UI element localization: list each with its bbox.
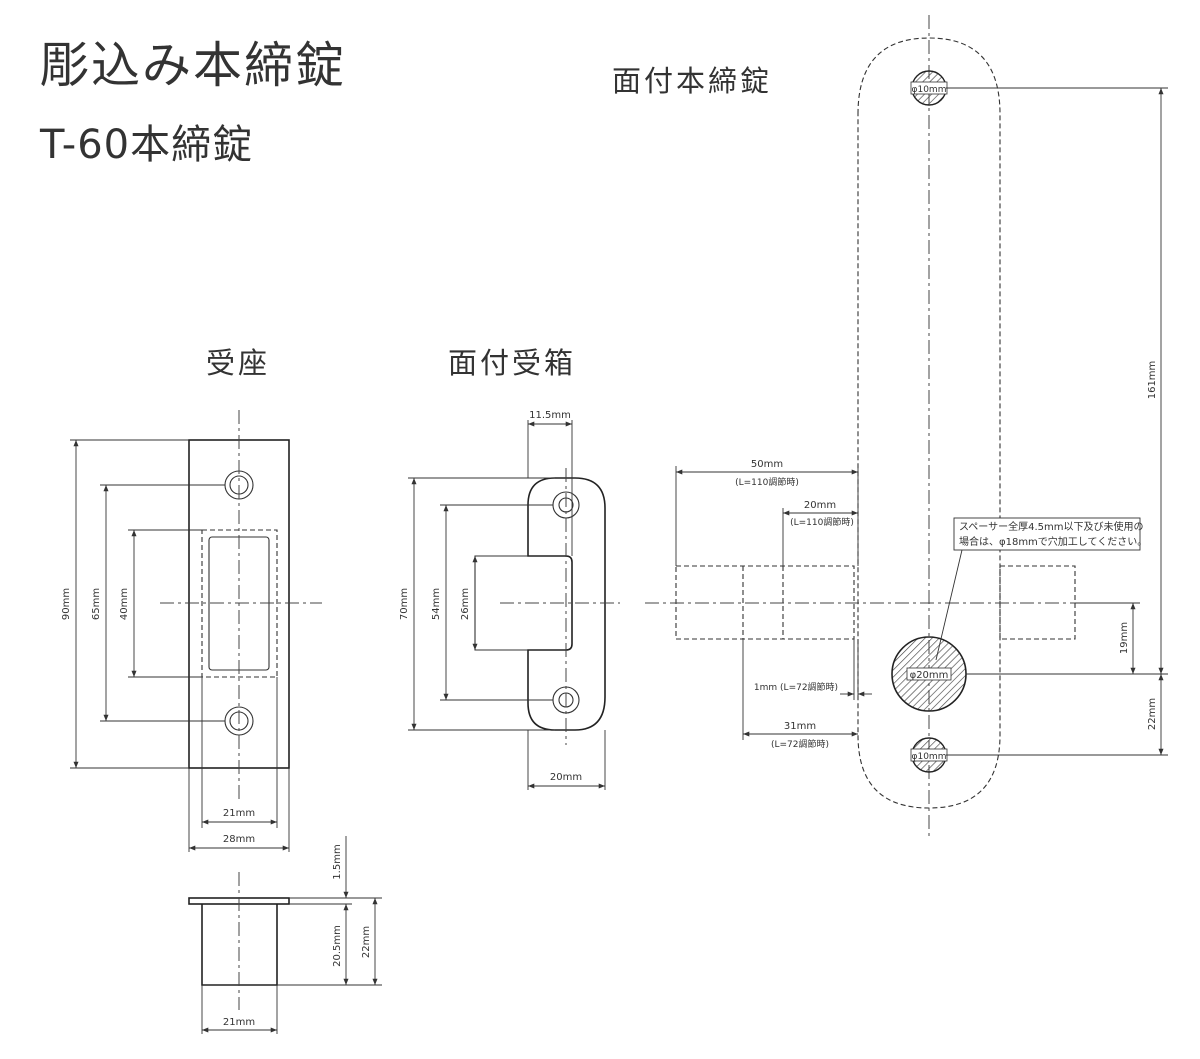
dim-11-5: 11.5mm [529,410,571,421]
dim-phi10-bottom: φ10mm [912,752,947,762]
dim-31: 31mm [784,721,816,732]
dim-20-note: (L=110調節時) [790,516,854,528]
surface-deadbolt: φ10mm φ20mm φ10mm 50mm (L=110調節時) 20mm (… [645,15,1168,840]
dim-20-box: 20mm [550,772,582,783]
strike-plate-front: 90mm 65mm 40mm 21mm 28mm [61,410,322,852]
dim-phi20: φ20mm [910,670,949,681]
label-receiver: 受座 [206,346,271,380]
page-subtitle: T-60本締錠 [40,122,254,168]
dim-1: 1mm (L=72調節時) [754,681,838,693]
dim-22-lock: 22mm [1147,698,1158,730]
page-title: 彫込み本締錠 [40,37,347,94]
label-surface-box: 面付受箱 [448,346,577,380]
dim-65: 65mm [91,588,102,620]
surface-strike-box: 11.5mm 70mm 54mm 26mm 20mm [399,410,620,790]
strike-plate-side: 1.5mm 20.5mm 22mm 21mm [188,836,382,1034]
dim-161: 161mm [1147,361,1158,400]
label-surface-lock: 面付本締錠 [612,64,773,98]
dim-1-5: 1.5mm [332,844,343,879]
dim-70: 70mm [399,588,410,620]
note-line-1: スペーサー全厚4.5mm以下及び未使用の [959,520,1144,533]
dim-20-5: 20.5mm [332,925,343,967]
dim-90: 90mm [61,588,72,620]
dim-21-side: 21mm [223,1017,255,1028]
dim-54: 54mm [431,588,442,620]
dim-19: 19mm [1119,622,1130,654]
dim-28: 28mm [223,834,255,845]
dim-31-note: (L=72調節時) [771,738,829,750]
dim-20-lock: 20mm [804,500,836,511]
dim-21: 21mm [223,808,255,819]
dim-40: 40mm [119,588,130,620]
dim-phi10-top: φ10mm [912,85,947,95]
dim-50: 50mm [751,459,783,470]
dim-22-side: 22mm [361,926,372,958]
note-line-2: 場合は、φ18mmで穴加工してください。 [959,535,1147,548]
dim-26: 26mm [460,588,471,620]
dim-50-note: (L=110調節時) [735,476,799,488]
